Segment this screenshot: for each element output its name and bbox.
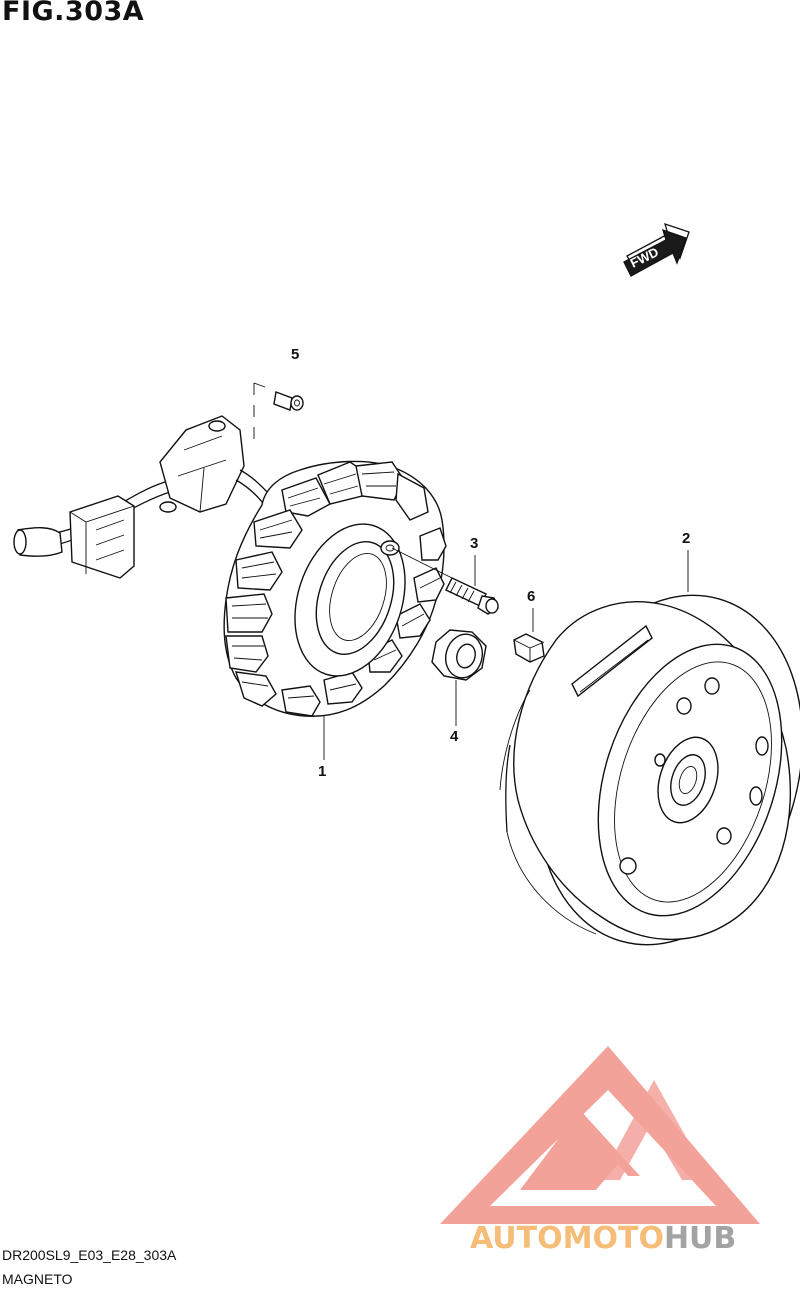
- logo-text-hub: HUB: [664, 1221, 736, 1256]
- part-1-stator: [13, 415, 447, 760]
- part-6-key: [513, 608, 545, 663]
- part-2-flywheel: [499, 550, 800, 946]
- part-5-screw: [253, 382, 304, 439]
- callout-6: 6: [527, 588, 535, 605]
- logo-text-automoto: AUTOMOTO: [470, 1221, 664, 1256]
- callout-4: 4: [450, 728, 459, 745]
- section-name: MAGNETO: [2, 1271, 73, 1287]
- callout-5: 5: [291, 346, 299, 363]
- fwd-arrow-icon: FWD: [623, 222, 690, 277]
- part-4-nut: [431, 629, 487, 726]
- watermark-logo: AUTOMOTOHUB: [440, 1046, 760, 1256]
- figure-title: FIG.303A: [2, 0, 145, 27]
- part-3-bolt: [391, 547, 499, 615]
- model-code: DR200SL9_E03_E28_303A: [2, 1247, 177, 1263]
- svg-text:AUTOMOTOHUB: AUTOMOTOHUB: [470, 1221, 736, 1256]
- callout-3: 3: [470, 535, 478, 552]
- callout-2: 2: [682, 530, 690, 547]
- callout-1: 1: [318, 763, 326, 780]
